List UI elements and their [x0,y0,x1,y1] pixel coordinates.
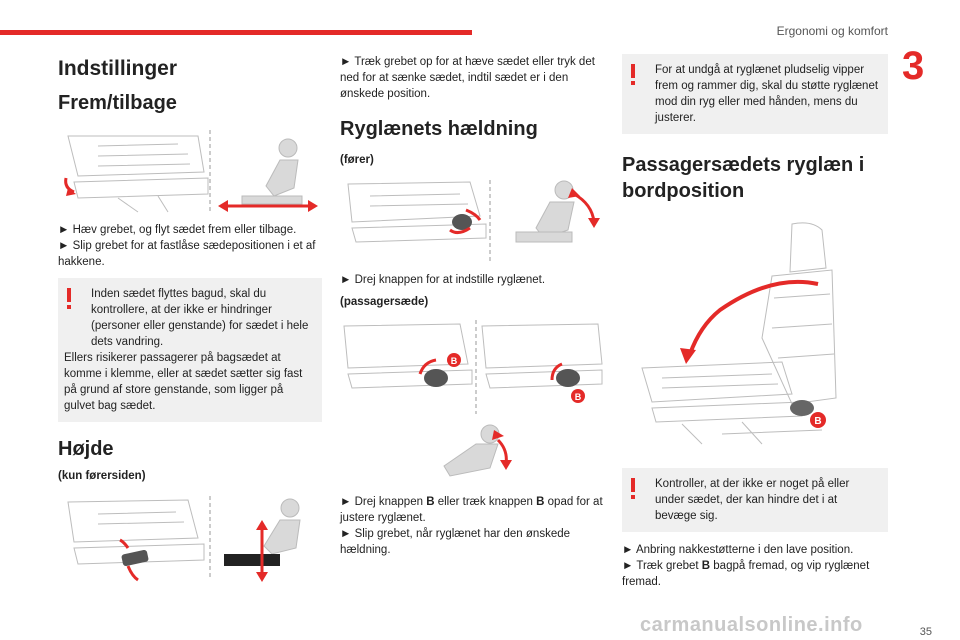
passenger-step-text: ► Drej knappen B eller træk knappen B op… [340,494,604,526]
figure-driver-backrest [340,176,604,264]
column-2: ► Træk grebet op for at hæve sædet eller… [340,48,604,558]
chapter-number: 3 [902,44,925,88]
heading-forward-back: Frem/tilbage [58,92,177,114]
page-number: 35 [919,626,932,638]
height-step-text: ► Træk grebet op for at hæve sædet eller… [340,56,595,100]
label-b-1: B [451,356,458,366]
warning-icon [631,64,635,85]
heading-height: Højde [58,438,114,460]
warning-text-2: Ellers risikerer passagerer på bagsædet … [64,352,303,412]
passenger-step-mid: eller træk knappen [434,496,537,508]
tilt-step-pre: ► Træk grebet [622,560,702,572]
warning-box-3: Kontroller, at der ikke er noget på elle… [622,468,888,532]
warning-icon [67,288,71,309]
heading-backrest-tilt: Ryglænets hældning [340,118,538,140]
figure-seat-forward-back [58,126,322,216]
column-1: Indstillinger Frem/tilbage [58,48,322,584]
tilt-step-post: bagpå fremad, og vip ryglænet fremad. [622,560,870,588]
section-title-settings: Indstillinger [58,57,178,80]
column-3: For at undgå at ryglænet pludselig vippe… [622,48,888,590]
passenger-subtitle: (passagersæde) [340,296,429,308]
headrest-step-text: ► Anbring nakkestøtterne i den lave posi… [622,544,854,556]
warning-text-backrest: For at undgå at ryglænet pludselig vippe… [655,64,879,124]
release-step-text: ► Slip grebet, når ryglænet har den ønsk… [340,528,571,556]
figure-passenger-backrest: B B [340,316,604,488]
passenger-step-b2: B [536,496,545,508]
header-red-bar [0,30,472,35]
height-subtitle: (kun førersiden) [58,470,146,482]
warning-text-seat-clear: Kontroller, at der ikke er noget på elle… [655,478,850,522]
heading-table-position: Passagersædets ryglæn i bordposition [622,154,865,202]
warning-icon [631,478,635,499]
tilt-step-b: B [701,560,711,572]
passenger-step-b1: B [426,496,435,508]
driver-subtitle: (fører) [340,154,374,166]
warning-box-1: Inden sædet flyttes bagud, skal du kontr… [58,278,322,422]
watermark: carmanualsonline.info [640,614,863,636]
figure-seat-height [58,492,322,584]
frem-step-1: ► Hæv grebet, og flyt sædet frem eller t… [58,224,297,236]
driver-step-text: ► Drej knappen for at indstille ryglænet… [340,274,546,286]
tilt-step-text: ► Træk grebet B bagpå fremad, og vip ryg… [622,558,888,590]
passenger-step-pre: ► Drej knappen [340,496,427,508]
warning-box-2: For at undgå at ryglænet pludselig vippe… [622,54,888,134]
warning-text-1: Inden sædet flyttes bagud, skal du kontr… [91,288,309,348]
frem-step-2: ► Slip grebet for at fastlåse sædepositi… [58,240,316,268]
label-b-3: B [814,416,821,427]
passenger-step-post: opad for at justere ryglænet. [340,496,603,524]
header-title: Ergonomi og komfort [776,24,888,38]
label-b-2: B [575,392,582,402]
figure-table-position: B [622,218,888,458]
